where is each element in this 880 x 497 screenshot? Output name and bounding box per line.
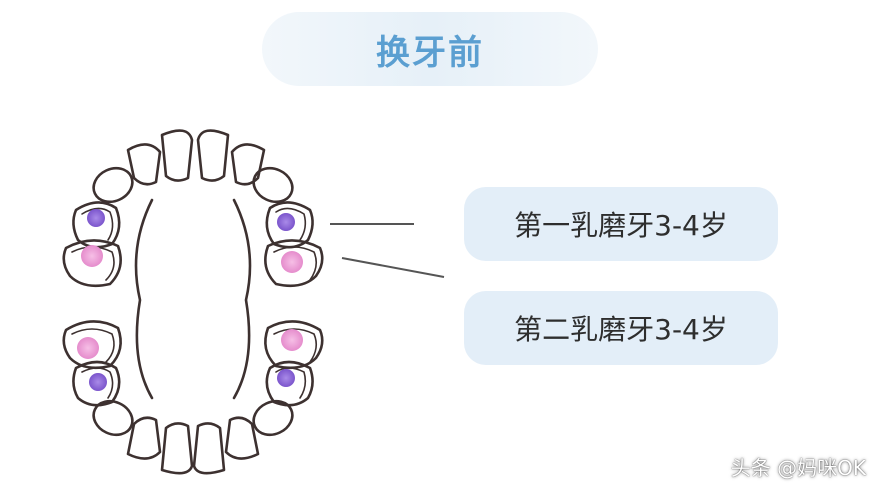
second-molar-mark-upper-left	[81, 245, 103, 267]
first-molar-label: 第一乳磨牙3-4岁	[464, 187, 778, 261]
upper-incisor-right	[196, 129, 230, 182]
watermark: 头条 @妈咪OK	[730, 456, 866, 480]
inner-arch-left	[134, 198, 154, 400]
lower-incisor-right	[192, 422, 226, 475]
upper-lateral-left	[126, 143, 162, 186]
lower-canine-left	[92, 399, 134, 437]
lower-incisor-left	[160, 422, 194, 475]
second-molar-mark-upper-right	[281, 251, 303, 273]
leader-line-second-molar	[341, 257, 445, 278]
upper-second-molar-right-inner	[273, 246, 318, 281]
second-molar-mark-lower-right	[281, 329, 303, 351]
upper-incisor-left	[160, 129, 194, 182]
first-molar-mark-lower-left	[89, 373, 107, 391]
lower-lateral-right	[224, 416, 260, 460]
upper-second-molar-right	[264, 239, 324, 288]
first-molar-mark-upper-left	[87, 209, 105, 227]
second-molar-mark-lower-left	[77, 337, 99, 359]
upper-first-molar-right-inner	[275, 207, 307, 241]
lower-canine-right	[252, 399, 294, 437]
upper-canine-left	[92, 166, 134, 204]
upper-canine-right	[252, 166, 294, 204]
lower-first-molar-right-inner	[275, 367, 307, 399]
upper-second-molar-left-inner	[71, 246, 115, 281]
lower-lateral-left	[126, 416, 162, 460]
upper-first-molar-left-inner	[81, 207, 114, 241]
inner-arch-right	[232, 198, 252, 400]
lower-first-molar-right	[265, 360, 314, 407]
lower-first-molar-left-inner	[81, 367, 114, 399]
title-banner: 换牙前	[262, 12, 598, 86]
lower-second-molar-left-inner	[71, 328, 115, 363]
second-molar-label: 第二乳磨牙3-4岁	[464, 291, 778, 365]
lower-second-molar-right	[264, 320, 324, 370]
upper-first-molar-right	[265, 201, 314, 249]
title-text: 换牙前	[376, 32, 484, 73]
lower-second-molar-right-inner	[273, 328, 318, 363]
upper-lateral-right	[230, 143, 266, 186]
first-molar-mark-lower-right	[277, 369, 295, 387]
upper-second-molar-left	[62, 239, 122, 288]
first-molar-mark-upper-right	[277, 213, 295, 231]
